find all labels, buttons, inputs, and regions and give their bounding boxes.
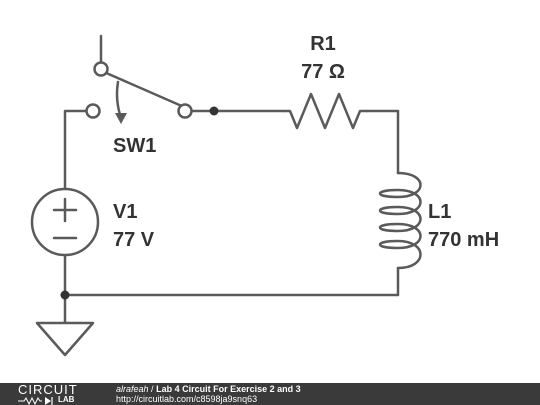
source-value-label: 77 V [113, 229, 155, 251]
junction-dot-bottom [60, 290, 70, 300]
switch-arrow-head [115, 113, 127, 124]
wire-left-top [63, 109, 89, 190]
switch-name-label: SW1 [113, 135, 156, 157]
source-name-label: V1 [113, 201, 137, 223]
title-separator: / [151, 384, 154, 394]
resistor-value-label: 77 Ω [301, 61, 345, 83]
switch-contact-right [177, 103, 193, 119]
switch-arrow-arc [115, 80, 123, 120]
inductor-name-label: L1 [428, 201, 451, 223]
switch-contact-left [85, 103, 101, 119]
circuit-url-link[interactable]: http://circuitlab.com/c8598ja9snq63 [116, 394, 258, 404]
ground-symbol [35, 321, 95, 357]
junction-dot-top [209, 106, 219, 116]
logo-resistor-icon [18, 397, 53, 405]
author-link[interactable]: alrafeah [116, 384, 149, 394]
inductor-value-label: 770 mH [428, 229, 499, 251]
wire-resistor-to-inductor [365, 109, 400, 175]
circuit-info: alrafeah / Lab 4 Circuit For Exercise 2 … [116, 384, 301, 404]
logo-text-lab: LAB [58, 395, 75, 404]
resistor-name-label: R1 [310, 33, 336, 55]
logo-text-circuit: CIRCUIT [18, 382, 78, 397]
schematic-canvas: R1 77 Ω SW1 V1 77 V L1 770 mH [30, 33, 499, 357]
voltage-source-v1 [30, 187, 100, 257]
inductor-l1 [378, 171, 422, 270]
footer-bar: CIRCUIT LAB alrafeah / Lab 4 Circuit For… [0, 383, 540, 405]
switch-sw1 [85, 61, 193, 124]
circuit-title: Lab 4 Circuit For Exercise 2 and 3 [156, 384, 301, 394]
wires [63, 34, 400, 325]
author-title-line: alrafeah / Lab 4 Circuit For Exercise 2 … [116, 384, 301, 394]
circuitlab-logo[interactable]: CIRCUIT LAB [4, 383, 108, 405]
wire-bottom [63, 266, 400, 297]
switch-blade [102, 70, 186, 109]
switch-contact-pivot [93, 61, 109, 77]
resistor-r1 [281, 92, 369, 130]
